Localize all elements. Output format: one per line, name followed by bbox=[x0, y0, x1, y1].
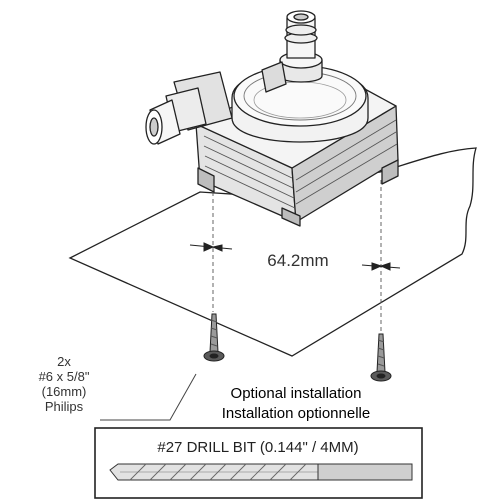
screw-callout-size: #6 x 5/8" bbox=[39, 369, 90, 384]
pump-base-ribs bbox=[203, 119, 398, 209]
screw-axis-lines bbox=[212, 180, 382, 332]
pump-foot-left bbox=[197, 167, 215, 193]
drill-bit-label: #27 DRILL BIT (0.144" / 4MM) bbox=[157, 439, 358, 456]
dimension-label: 64.2mm bbox=[267, 251, 328, 270]
screw-callout-metric: (16mm) bbox=[42, 384, 87, 399]
pump-assembly bbox=[145, 10, 399, 227]
pump-foot-right bbox=[381, 159, 399, 185]
installation-text-en: Optional installation bbox=[231, 385, 362, 402]
screw-callout-head: Philips bbox=[45, 399, 84, 414]
pump-foot-front bbox=[281, 207, 301, 227]
screw-right bbox=[370, 333, 392, 382]
drill-bit-panel: #27 DRILL BIT (0.144" / 4MM) bbox=[94, 427, 423, 499]
screw-callout: 2x #6 x 5/8" (16mm) Philips bbox=[39, 354, 90, 414]
pump-clip bbox=[261, 61, 287, 93]
drill-bit-frame bbox=[94, 427, 423, 499]
screw-callout-qty: 2x bbox=[57, 354, 71, 369]
screw-left bbox=[203, 313, 225, 362]
screw-callout-leader bbox=[100, 373, 197, 421]
drill-bit-icon bbox=[109, 463, 413, 481]
installation-text-fr: Installation optionnelle bbox=[222, 405, 370, 422]
dimension-ticks bbox=[189, 242, 401, 271]
